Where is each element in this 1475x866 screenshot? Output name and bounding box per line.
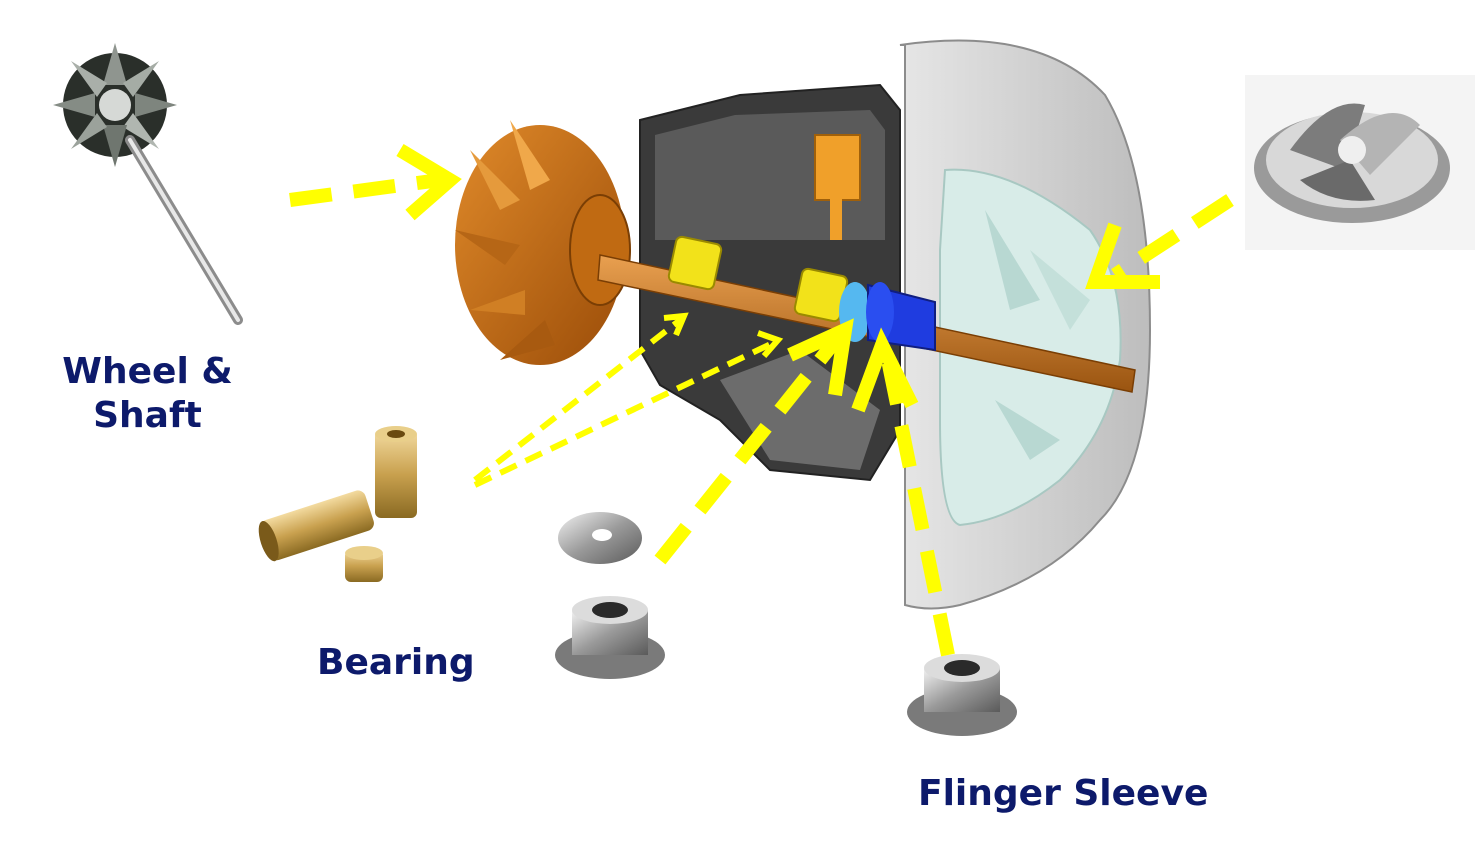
wheel-shaft-label-line1: Wheel &: [62, 351, 233, 392]
arrow-wheel-shaft: [289, 143, 462, 221]
turbine-wheel-photo: [53, 43, 177, 167]
arrow-bearing: [473, 312, 784, 488]
turbine-wheel: [455, 120, 631, 365]
arrow-flinger-sleeve: [851, 327, 955, 657]
arrow-washer: [654, 318, 854, 565]
compressor-wheel-photo: [1245, 75, 1475, 250]
brass-bearings-photo: [258, 425, 474, 597]
turbocharger-cutaway: [455, 39, 1152, 610]
turbine-wheel-shaft-photo: [53, 43, 243, 325]
bearing-left: [667, 235, 723, 291]
wheel-shaft-label-line2: Shaft: [93, 395, 202, 436]
arrow-compressor-wheel: [1085, 194, 1234, 289]
flinger-sleeve-label: Flinger Sleeve: [918, 773, 1209, 814]
wheel-shaft-label: Wheel & Shaft: [40, 350, 255, 438]
bearing-label: Bearing: [317, 642, 475, 683]
flinger-sleeve-photo: [907, 654, 1017, 736]
thrust-washer-photo: [555, 512, 665, 679]
